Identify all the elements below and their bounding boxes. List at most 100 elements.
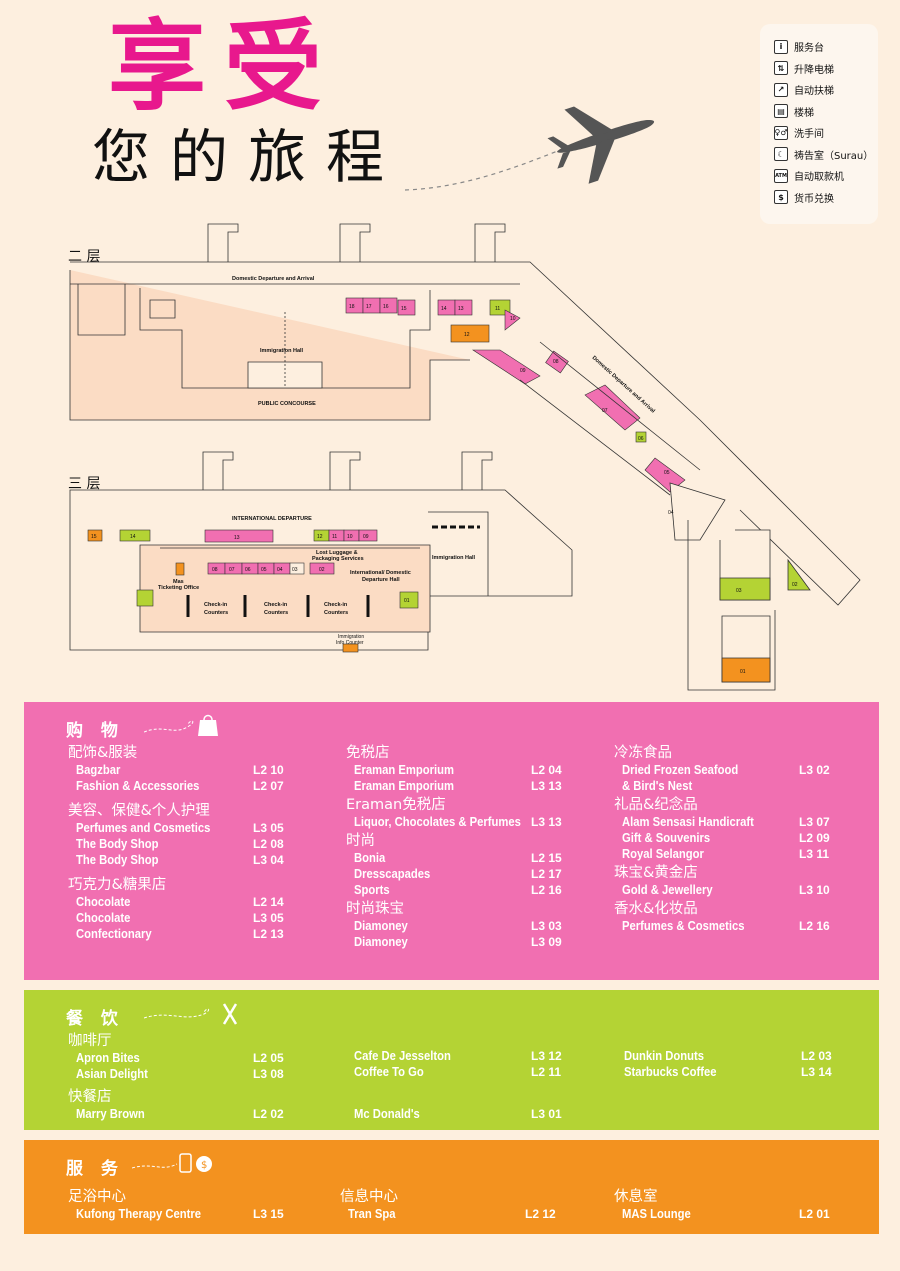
food-title: 餐 饮 (66, 1009, 124, 1029)
shop-name: Diamoney (354, 919, 408, 933)
shop-level: L2 02 (253, 1107, 284, 1121)
map-label-lost-luggage-1: Lost Luggage & (316, 550, 358, 556)
shop-name: The Body Shop (76, 853, 159, 867)
food-category-fastfood: 快餐店 (68, 1089, 112, 1105)
toilet-icon: ♀♂ (774, 125, 788, 140)
food-cafe-column-1: 咖啡厅 Apron Bites L2 05 Asian Delight L3 08 快… (68, 1030, 338, 1122)
shop-name: Dried Frozen Seafood (622, 763, 739, 777)
map-unit-l2: 17 (366, 304, 372, 310)
title-your-journey: 您的旅程 (92, 123, 405, 191)
shop-name: Diamoney (354, 935, 408, 949)
legend-label: 洗手间 (794, 129, 824, 141)
map-unit-l3: 06 (245, 567, 251, 573)
map-unit-l2: 08 (553, 359, 559, 365)
shop-name: & Bird's Nest (622, 779, 693, 793)
shop-name: Starbucks Coffee (624, 1065, 717, 1079)
map-label-checkin-2-b: Counters (264, 610, 288, 616)
map-unit-l3: 13 (234, 535, 240, 541)
elevator-icon: ⇅ (774, 61, 788, 76)
legend-label: 祷告室（Surau） (794, 150, 874, 162)
map-unit-l2: 10 (510, 316, 516, 322)
level-2-plan (69, 223, 861, 606)
map-label-checkin-1-b: Check-in (264, 602, 288, 608)
list-item: Mc Donald's L3 01 (346, 1106, 616, 1122)
category-heading: 时尚 (346, 833, 375, 849)
shop-level: L2 05 (253, 1051, 284, 1065)
shop-name: Mc Donald's (354, 1107, 420, 1121)
shop-level: L3 09 (531, 935, 562, 949)
map-label-mas-ticketing-1: Mas (173, 579, 184, 585)
shop-name: Chocolate (76, 895, 131, 909)
category-heading: 信息中心 (340, 1189, 398, 1205)
list-item: Asian Delight L3 08 (68, 1066, 338, 1082)
shop-level: L3 08 (253, 1067, 284, 1081)
escalator-icon: ↗ (774, 82, 788, 97)
list-item: & Bird's Nest (614, 778, 884, 794)
map-unit-l3: 01 (404, 598, 410, 604)
shop-level: L3 01 (531, 1107, 562, 1121)
list-item: Diamoney L3 09 (346, 934, 616, 950)
legend-label: 服务台 (794, 43, 824, 55)
shop-level: L2 08 (253, 837, 284, 851)
services-title: 服 务 (66, 1159, 124, 1179)
shop-level: L2 16 (531, 883, 562, 897)
svg-text:$: $ (201, 1160, 207, 1171)
map-unit-l3: 02 (319, 567, 325, 573)
map-unit-l2: 07 (602, 408, 608, 414)
shop-level: L3 05 (253, 911, 284, 925)
shop-level: L3 13 (531, 779, 562, 793)
legend-item: ♀♂ 洗手间 (774, 122, 878, 144)
map-unit-l3: 10 (347, 534, 353, 540)
map-label-immigration-hall-l2: Immigration Hall (260, 348, 304, 354)
food-category-cafe: 咖啡厅 (68, 1033, 112, 1049)
map-label-intl-domestic-2: Departure Hall (362, 577, 400, 583)
shop-name: Asian Delight (76, 1067, 148, 1081)
shop-name: Gold & Jewellery (622, 883, 713, 897)
shop-name: Eraman Emporium (354, 763, 455, 777)
map-unit-l3: 07 (229, 567, 235, 573)
shop-name: Tran Spa (348, 1207, 396, 1221)
shop-level: L2 15 (531, 851, 562, 865)
map-label-public-concourse: PUBLIC CONCOURSE (258, 401, 316, 407)
legend-label: 自动扶梯 (794, 86, 834, 98)
map-label-immigration-info-2: Info Counter (336, 640, 364, 646)
shop-name: MAS Lounge (622, 1207, 691, 1221)
map-unit-l2: 09 (520, 368, 526, 374)
stairs-icon: ▤ (774, 104, 788, 119)
title-enjoy: 享受 (108, 10, 341, 124)
legend-label: 自动取款机 (794, 172, 844, 184)
map-unit-l3: 14 (130, 534, 136, 540)
shop-level: L2 17 (531, 867, 562, 881)
shop-name: Apron Bites (76, 1051, 140, 1065)
shop-level: L2 11 (531, 1065, 562, 1079)
map-unit-l2: 13 (458, 306, 464, 312)
legend-item: ☾祷告室（Surau） (774, 144, 878, 166)
map-unit-l2: 16 (383, 304, 389, 310)
legend-label: 货币兑换 (794, 193, 834, 205)
map-unit-l3: 05 (261, 567, 267, 573)
map-label-immigration-info-1: Immigration (338, 634, 364, 640)
map-label-checkin-1-a: Check-in (204, 602, 228, 608)
floor-label-l3: 三 层 (68, 476, 101, 492)
legend-item: ⇅升降电梯 (774, 58, 878, 80)
map-label-lost-luggage-2: Packaging Services (312, 556, 364, 562)
shop-name: Gift & Souvenirs (622, 831, 711, 845)
shop-level: L2 07 (253, 779, 284, 793)
shop-name: Dunkin Donuts (624, 1049, 705, 1063)
map-unit-l2: 14 (441, 306, 447, 312)
map-label-immigration-hall-l3: Immigration Hall (432, 555, 476, 561)
map-label-checkin-2-a: Counters (204, 610, 228, 616)
food-panel: 餐 饮 咖啡厅 Apron Bites L2 05 Asian Delight L3 … (24, 990, 879, 1130)
